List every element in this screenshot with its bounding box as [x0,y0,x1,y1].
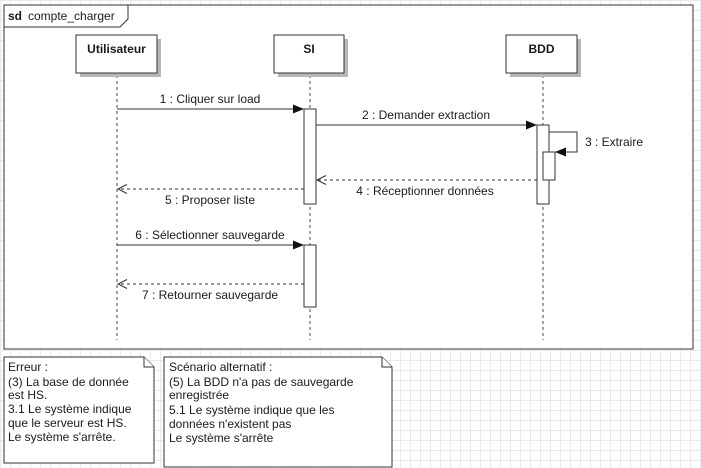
note-erreur-text: Erreur : (3) La base de donnée est HS. 3… [8,360,135,444]
arrowhead-open [116,279,128,289]
note-alternatif-line: données n'existent pas [169,417,291,431]
note-alternatif-text: Scénario alternatif : (5) La BDD n'a pas… [169,360,357,445]
note-alternatif-line: Scénario alternatif : [169,360,272,374]
lifeline-user-box[interactable] [75,34,158,74]
note-erreur-line: 3.1 Le système indique [8,402,132,416]
note-erreur-line: est HS. [8,388,47,402]
note-alternatif-fold [381,357,392,368]
message-2-label: 2 : Demander extraction [362,108,490,122]
activation-si-2 [303,244,317,308]
note-erreur-line: que le serveur est HS. [8,416,127,430]
note-erreur-line: (3) La base de donnée [8,375,129,389]
frame-tab [3,4,129,28]
activation-si-1 [303,108,317,205]
arrowhead-open [315,175,327,185]
note-alternatif-line: (5) La BDD n'a pas de sauvegarde [169,375,354,389]
message-3-line [549,131,578,153]
lifeline-bdd-box[interactable] [505,34,578,74]
lifeline-si-label: SI [303,42,314,56]
note-alternatif-line: 5.1 Le système indique que les [169,403,334,417]
note-alternatif-line: Le système s'arrête [169,431,274,445]
arrowhead-filled [293,104,304,114]
lifeline-bdd-label: BDD [529,42,555,56]
arrowhead-open [116,184,128,194]
arrowhead-filled [293,240,304,250]
activation-bdd-nested [542,151,556,181]
note-erreur-line: Le système s'arrête. [8,430,116,444]
note-erreur[interactable] [3,356,155,464]
note-erreur-fold [143,357,154,368]
arrowhead-filled [526,120,537,130]
note-alternatif[interactable] [163,356,393,468]
frame-name: compte_charger [28,9,115,23]
message-3-label: 3 : Extraire [585,135,643,149]
message-7-label: 7 : Retourner sauvegarde [142,288,278,302]
message-6-label: 6 : Sélectionner sauvegarde [135,228,285,242]
note-erreur-line: Erreur : [8,360,48,374]
message-4-label: 4 : Réceptionner données [356,184,493,198]
note-alternatif-line: enregistrée [169,388,229,402]
lifeline-user-label: Utilisateur [87,42,146,56]
lifeline-si-box[interactable] [273,34,345,74]
message-5-label: 5 : Proposer liste [165,193,255,207]
message-1-label: 1 : Cliquer sur load [160,92,261,106]
frame-keyword: sd [8,9,22,23]
arrowhead-filled [555,147,566,157]
